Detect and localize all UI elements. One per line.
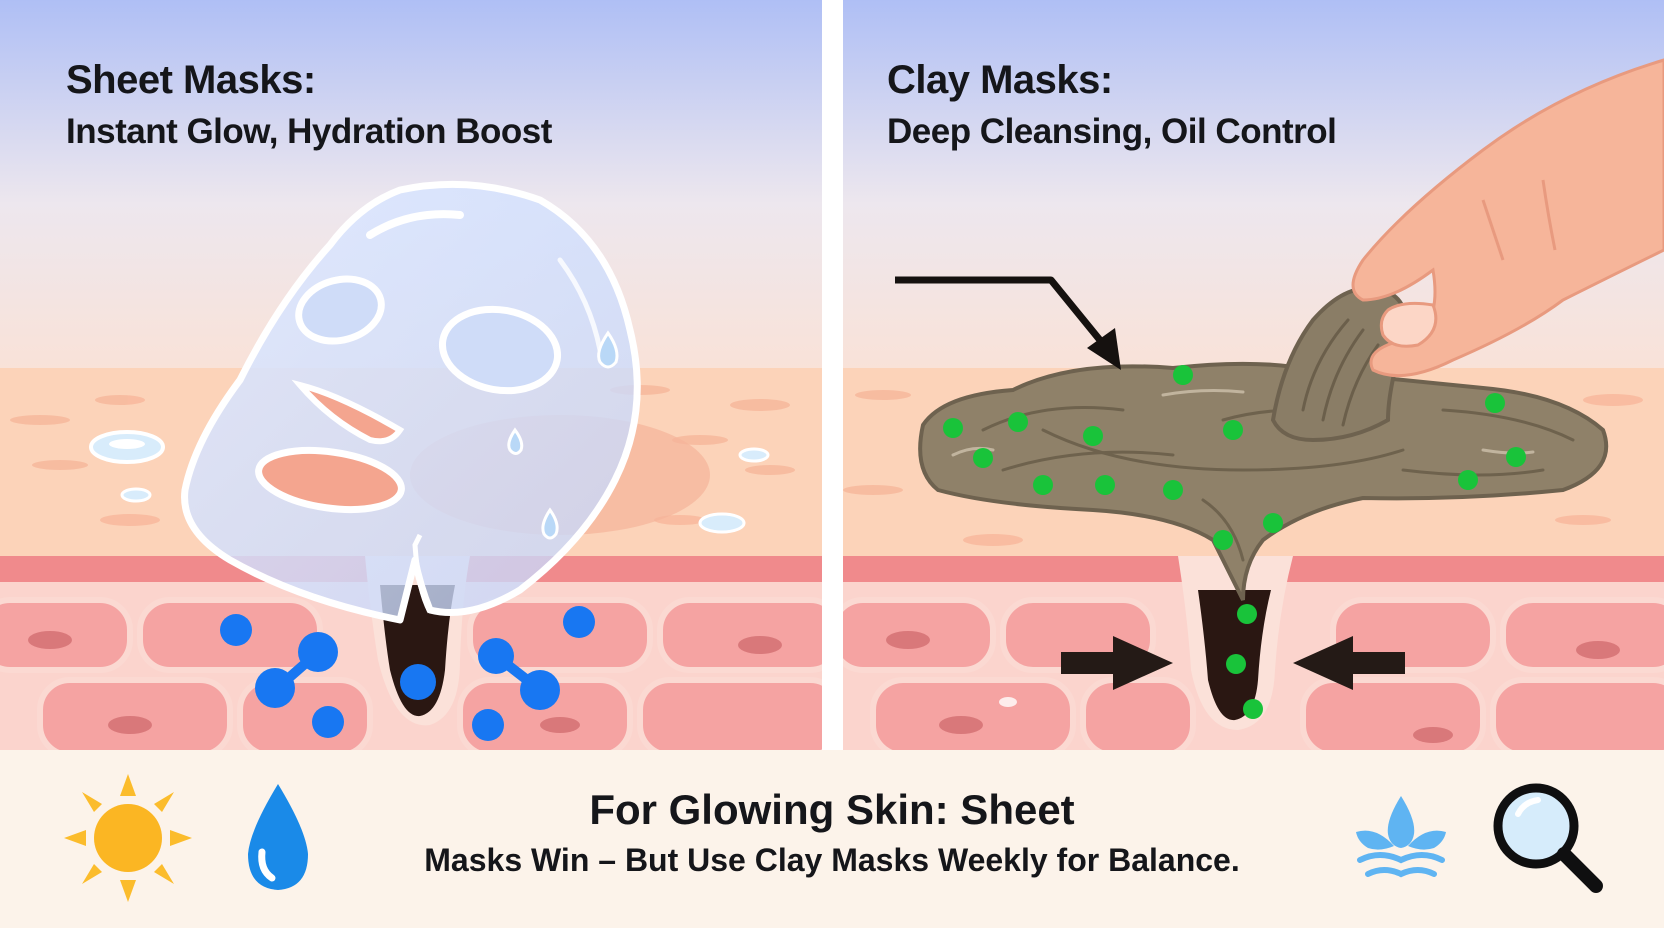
clay-mask-title: Clay Masks:: [887, 58, 1113, 102]
clay-mask-illustration: [843, 0, 1664, 750]
tissue-nuclei: [28, 631, 782, 734]
skin-highlight: [999, 697, 1017, 707]
sheet-mask: [181, 180, 641, 624]
verdict-headline: For Glowing Skin: Sheet: [589, 786, 1075, 833]
skin-texture: [843, 390, 1643, 546]
clay-mask: [918, 286, 1609, 601]
sheet-mask-title: Sheet Masks:: [66, 58, 316, 102]
hydration-molecules: [220, 606, 595, 741]
water-lotus-icon: [1356, 796, 1446, 878]
sheet-mask-benefits: Instant Glow, Hydration Boost: [66, 112, 552, 151]
hand: [1351, 58, 1664, 378]
clay-mask-benefits: Deep Cleansing, Oil Control: [887, 112, 1337, 151]
water-droplets: [89, 330, 770, 540]
tissue-cells: [843, 597, 1664, 750]
panel-divider: [822, 0, 843, 750]
verdict-detail: Masks Win – But Use Clay Masks Weekly fo…: [424, 842, 1240, 878]
clay-mask-panel: Clay Masks: Deep Cleansing, Oil Control: [843, 0, 1664, 750]
sheet-mask-illustration: [0, 0, 822, 750]
magnifier-icon: [1493, 783, 1603, 893]
pore-tightening-arrows: [1061, 636, 1405, 690]
application-arrow: [895, 276, 1121, 370]
tissue-nuclei: [886, 631, 1620, 743]
sheet-mask-panel: Sheet Masks: Instant Glow, Hydration Boo…: [0, 0, 822, 750]
impurity-particles: [943, 365, 1526, 719]
sun-icon: [64, 774, 192, 902]
verdict-footer: For Glowing Skin: Sheet Masks Win – But …: [0, 750, 1664, 928]
water-drop-icon: [248, 784, 308, 890]
